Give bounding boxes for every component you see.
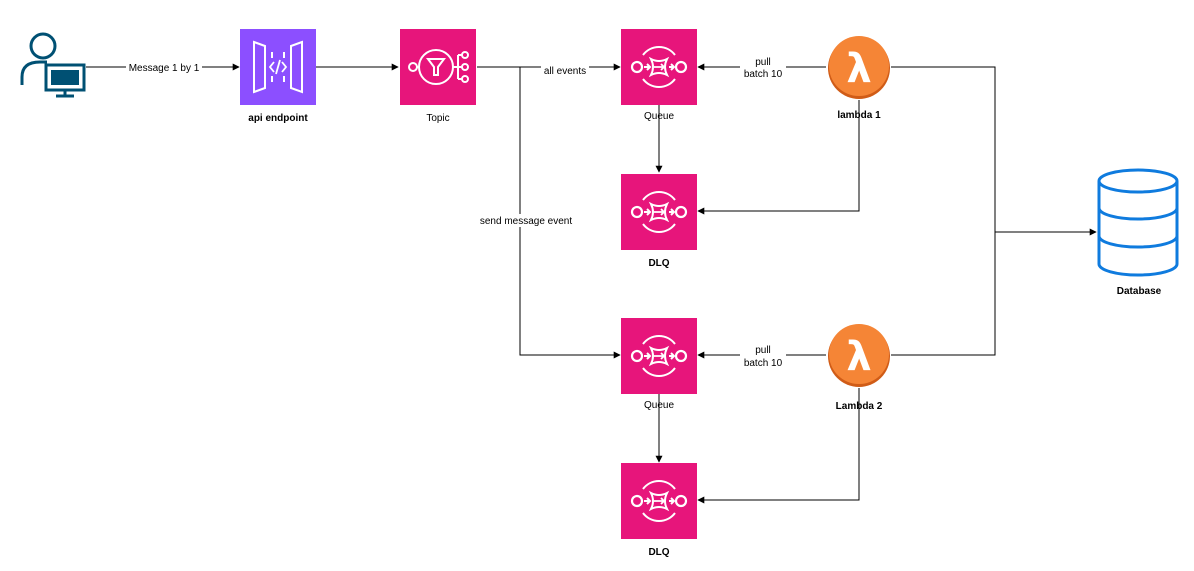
edges bbox=[86, 63, 1097, 504]
lambda-icon: λ bbox=[828, 36, 890, 99]
edge-lambda2-to-dlq2 bbox=[697, 388, 860, 504]
database-label: Database bbox=[1117, 286, 1162, 297]
user-node[interactable] bbox=[20, 32, 86, 98]
dlq-1-node[interactable]: DLQ bbox=[621, 174, 697, 269]
lambda-1-label: lambda 1 bbox=[837, 110, 881, 121]
edge-label-batch-2: batch 10 bbox=[744, 358, 783, 369]
queue-2-label: Queue bbox=[644, 400, 674, 411]
edge-label-all-events: all events bbox=[544, 66, 586, 77]
edge-topic-to-queue2 bbox=[477, 66, 621, 359]
database-node[interactable]: Database bbox=[1097, 168, 1179, 297]
lambda-2-node[interactable]: λ Lambda 2 bbox=[828, 324, 890, 412]
queue-1-node[interactable]: Queue bbox=[621, 29, 697, 122]
lambda-icon: λ bbox=[828, 324, 890, 387]
edge-label-batch-1: batch 10 bbox=[744, 69, 783, 80]
edge-lambda1-to-dlq1 bbox=[697, 100, 860, 215]
user-computer-icon bbox=[20, 32, 86, 98]
queue-2-node[interactable]: Queue bbox=[621, 318, 697, 411]
edge-label-pull-1: pull bbox=[755, 57, 771, 68]
edge-label-message: Message 1 by 1 bbox=[129, 63, 200, 74]
dlq-2-label: DLQ bbox=[648, 547, 669, 558]
lambda-2-label: Lambda 2 bbox=[836, 401, 883, 412]
topic-node[interactable]: Topic bbox=[400, 29, 476, 124]
topic-label: Topic bbox=[426, 113, 449, 124]
edge-label-pull-2: pull bbox=[755, 345, 771, 356]
database-icon bbox=[1097, 168, 1179, 277]
dlq-1-label: DLQ bbox=[648, 258, 669, 269]
svg-text:λ: λ bbox=[846, 334, 871, 380]
api-endpoint-label: api endpoint bbox=[248, 113, 308, 124]
edge-lambda1-to-database bbox=[891, 66, 996, 232]
svg-text:λ: λ bbox=[846, 46, 871, 92]
queue-1-label: Queue bbox=[644, 111, 674, 122]
edge-lambda2-to-database bbox=[891, 232, 996, 356]
api-endpoint-node[interactable]: api endpoint bbox=[240, 29, 316, 124]
edge-label-send-message-event: send message event bbox=[480, 216, 573, 227]
lambda-1-node[interactable]: λ lambda 1 bbox=[828, 36, 890, 121]
dlq-2-node[interactable]: DLQ bbox=[621, 463, 697, 558]
edge-labels: Message 1 by 1 all events send message e… bbox=[126, 56, 786, 369]
